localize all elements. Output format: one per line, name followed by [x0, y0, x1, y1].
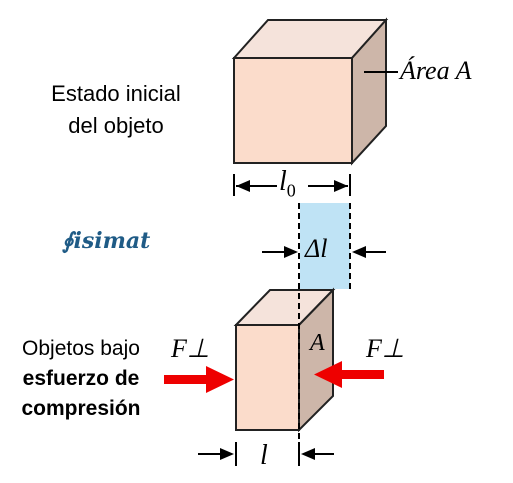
l0-dimension [233, 174, 351, 196]
fisimat-logo: ∮isimat [62, 228, 151, 254]
initial-cube [231, 17, 389, 166]
l-final-label: l [260, 440, 268, 471]
l0-subscript: 0 [286, 180, 296, 201]
force-arrow-right [314, 361, 384, 388]
l0-main: l [279, 166, 287, 197]
compression-label: Objetos bajo esfuerzo de compresión [4, 334, 158, 424]
compressed-block-front [235, 324, 300, 431]
initial-cube-front [233, 57, 353, 164]
area-label: Área A [400, 56, 472, 85]
l-dimension [198, 442, 334, 466]
compression-line3: compresión [21, 397, 141, 420]
compression-line2: esfuerzo de [22, 367, 140, 390]
force-right-label: F⊥ [366, 334, 405, 363]
force-left-label: F⊥ [171, 334, 210, 363]
l0-label: l0 [279, 166, 296, 202]
delta-l-arrows [262, 246, 386, 258]
initial-state-line2: del objeto [68, 113, 164, 138]
delta-l-band [300, 203, 350, 289]
area-short-label: A [310, 330, 325, 356]
force-arrow-left [164, 366, 234, 393]
initial-state-label: Estado inicial del objeto [24, 78, 208, 142]
delta-l-label: Δl [305, 234, 328, 263]
compressed-block [233, 287, 336, 433]
compression-line1: Objetos bajo [22, 337, 140, 360]
initial-state-line1: Estado inicial [51, 81, 181, 106]
